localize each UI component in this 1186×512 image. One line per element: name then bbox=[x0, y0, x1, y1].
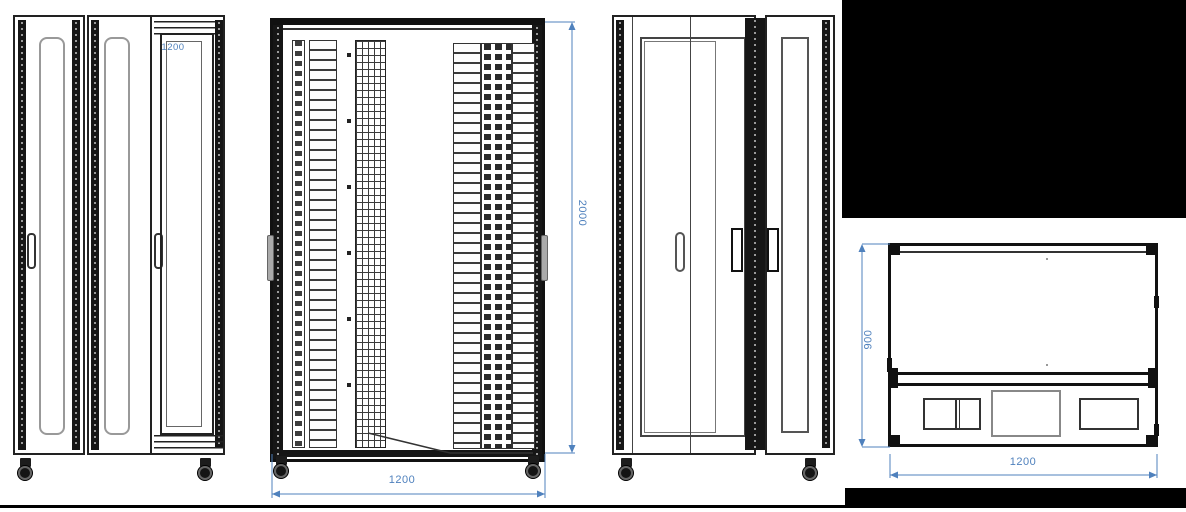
cabinet-side-panel bbox=[765, 15, 835, 455]
door-handle bbox=[154, 233, 163, 269]
frame-top-line bbox=[283, 28, 532, 30]
frame-column-left bbox=[273, 25, 283, 459]
perforated-rail bbox=[822, 20, 830, 448]
side-handle-tab bbox=[267, 235, 274, 281]
perforated-rail-center bbox=[745, 18, 765, 450]
panel-seam-line bbox=[632, 17, 633, 453]
hinge-tab bbox=[887, 358, 892, 372]
caster-wheel bbox=[525, 456, 543, 483]
caster-wheel bbox=[273, 456, 291, 483]
dimension-label-front-height: 2000 bbox=[576, 199, 588, 227]
open-frame-section: 1200 bbox=[150, 17, 225, 453]
dimension-label-front-width: 1200 bbox=[388, 474, 416, 486]
cage-nut-strip bbox=[292, 40, 305, 448]
door-handle bbox=[767, 228, 779, 272]
door-inset-overlap bbox=[644, 41, 716, 433]
front-view bbox=[267, 18, 548, 462]
divider-end-block bbox=[888, 368, 898, 388]
perforated-rail bbox=[215, 20, 223, 448]
perforated-rail bbox=[91, 20, 99, 450]
frame-bottom-lines bbox=[154, 435, 225, 449]
corner-post bbox=[888, 435, 900, 447]
cable-entry-cutout bbox=[923, 398, 981, 430]
frame-bottom-bar bbox=[283, 450, 532, 457]
door-inset-panel bbox=[104, 37, 130, 435]
corner-post bbox=[1146, 435, 1158, 447]
fan-tray-cutout bbox=[991, 390, 1061, 437]
perforated-rail bbox=[616, 20, 624, 450]
hinge-tab bbox=[1154, 296, 1159, 308]
patch-port-grid bbox=[481, 43, 512, 449]
dimension-line-top-depth bbox=[858, 243, 890, 448]
mesh-cable-organizer bbox=[355, 40, 386, 448]
perforated-rail bbox=[72, 20, 80, 450]
center-mark-dot bbox=[1046, 364, 1048, 366]
dimension-line-front-width bbox=[271, 454, 546, 498]
caster-wheel bbox=[618, 458, 636, 485]
door-split-line bbox=[690, 17, 691, 453]
corner-post bbox=[1146, 243, 1158, 255]
cable-finger-duct bbox=[309, 40, 337, 448]
cabinet-side-panel bbox=[13, 15, 85, 455]
door-inset-panel bbox=[781, 37, 809, 433]
perforated-rail bbox=[18, 20, 26, 450]
mounting-frame-inner bbox=[166, 41, 202, 427]
cabinet-side-panel: 1200 bbox=[87, 15, 225, 455]
frame-divider bbox=[890, 372, 1156, 386]
dimension-line-front-height bbox=[545, 21, 576, 454]
cutout-divider bbox=[955, 400, 960, 428]
frame-top-line bbox=[893, 251, 1153, 253]
hinge-tab bbox=[1154, 424, 1159, 436]
side-view-left: 1200 bbox=[13, 15, 225, 485]
redacted-block-top-right bbox=[842, 0, 1186, 218]
frame-column-right bbox=[532, 25, 542, 459]
caster-wheel bbox=[197, 458, 215, 485]
door-handle bbox=[27, 233, 36, 269]
dimension-label-top-depth: 900 bbox=[862, 329, 875, 350]
mounting-frame bbox=[160, 33, 214, 435]
caster-wheel bbox=[17, 458, 35, 485]
page-bottom-rule bbox=[0, 505, 1186, 508]
center-mark-dot bbox=[1046, 258, 1048, 260]
door-handle-oval bbox=[675, 232, 685, 272]
top-view bbox=[887, 243, 1159, 447]
dimension-line-top-width bbox=[889, 454, 1158, 479]
caster-wheel bbox=[802, 458, 820, 485]
dimension-label-side-width: 1200 bbox=[161, 42, 185, 53]
redacted-block-bottom-right bbox=[845, 488, 1186, 507]
divider-end-block bbox=[1148, 368, 1158, 388]
floor-ramp-line bbox=[367, 432, 533, 454]
side-handle-tab bbox=[541, 235, 548, 281]
corner-post bbox=[888, 243, 900, 255]
door-handle bbox=[731, 228, 743, 272]
cable-finger-duct bbox=[453, 43, 481, 449]
cable-entry-cutout bbox=[1079, 398, 1139, 430]
dimension-label-top-width: 1200 bbox=[1009, 456, 1037, 468]
door-inset-panel bbox=[39, 37, 65, 435]
side-view-right bbox=[612, 15, 835, 485]
cable-finger-duct bbox=[512, 43, 535, 449]
mounting-hole-dots bbox=[347, 53, 351, 435]
